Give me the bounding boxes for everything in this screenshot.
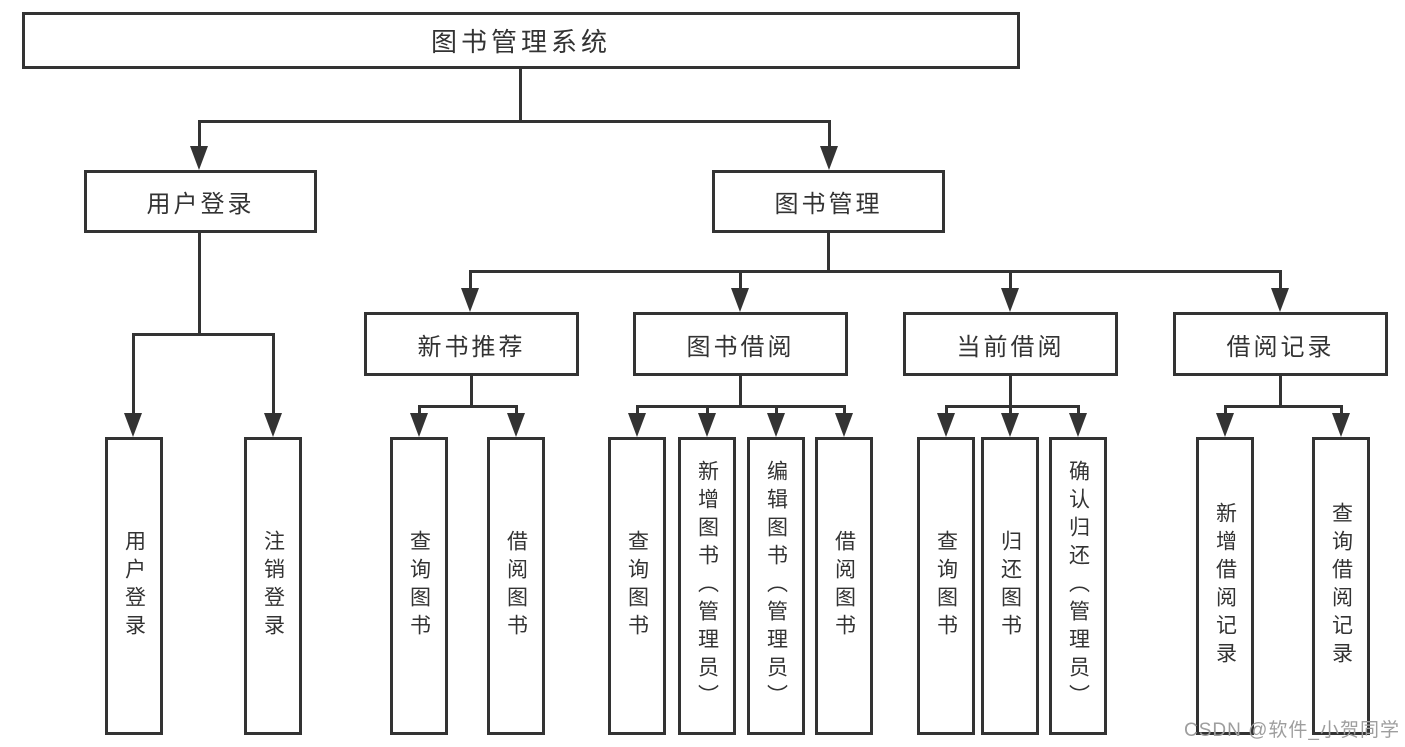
arrow-down-icon [820, 146, 838, 170]
node-book-borrowing: 图书借阅 [633, 312, 848, 376]
arrow-down-icon [1216, 413, 1234, 437]
connector-line [843, 405, 846, 417]
node-label: 当前借阅 [956, 333, 1065, 361]
leaf-edit-book-admin: 编辑图书（管理员） [747, 437, 805, 735]
node-current-borrowing: 当前借阅 [903, 312, 1118, 376]
leaf-label: 借阅图书 [504, 530, 528, 642]
arrow-down-icon [264, 413, 282, 437]
leaf-label: 借阅图书 [832, 530, 856, 642]
connector-line [470, 376, 473, 407]
node-label: 图书借阅 [686, 333, 795, 361]
leaf-label: 确认归还（管理员） [1066, 460, 1090, 712]
connector-line [1224, 405, 1343, 408]
connector-line [132, 333, 135, 417]
leaf-borrow-books: 借阅图书 [815, 437, 873, 735]
connector-line [418, 405, 518, 408]
leaf-label: 编辑图书（管理员） [764, 460, 788, 712]
connector-line [1009, 376, 1012, 407]
leaf-label: 新增图书（管理员） [695, 460, 719, 712]
arrow-down-icon [507, 413, 525, 437]
connector-line [198, 120, 201, 148]
leaf-add-book-admin: 新增图书（管理员） [678, 437, 736, 735]
leaf-label: 查询借阅记录 [1329, 502, 1353, 670]
leaf-user-login: 用户登录 [105, 437, 163, 735]
connector-line [469, 270, 472, 292]
arrow-down-icon [835, 413, 853, 437]
leaf-confirm-return-admin: 确认归还（管理员） [1049, 437, 1107, 735]
leaf-add-borrow-record: 新增借阅记录 [1196, 437, 1254, 735]
connector-line [132, 333, 275, 336]
node-user-login: 用户登录 [84, 170, 317, 233]
node-borrowing-records: 借阅记录 [1173, 312, 1388, 376]
connector-line [198, 120, 831, 123]
connector-line [775, 405, 778, 417]
node-library-management-system: 图书管理系统 [22, 12, 1020, 69]
arrow-down-icon [1332, 413, 1350, 437]
leaf-return-books: 归还图书 [981, 437, 1039, 735]
node-label: 图书管理系统 [430, 27, 611, 57]
connector-line [519, 69, 522, 120]
arrow-down-icon [767, 413, 785, 437]
leaf-label: 查询图书 [934, 530, 958, 642]
connector-line [418, 405, 421, 417]
connector-line [739, 270, 742, 292]
leaf-query-books: 查询图书 [390, 437, 448, 735]
connector-line [739, 376, 742, 407]
leaf-label: 查询图书 [407, 530, 431, 642]
arrow-down-icon [628, 413, 646, 437]
connector-line [272, 333, 275, 417]
connector-line [945, 405, 1079, 408]
connector-line [1279, 270, 1282, 292]
leaf-query-books: 查询图书 [608, 437, 666, 735]
csdn-watermark: CSDN @软件_小贺同学 [1184, 720, 1400, 741]
connector-line [469, 270, 1282, 273]
leaf-label: 新增借阅记录 [1213, 502, 1237, 670]
connector-line [1009, 270, 1012, 292]
leaf-label: 查询图书 [625, 530, 649, 642]
arrow-down-icon [461, 288, 479, 312]
node-label: 用户登录 [146, 191, 255, 218]
connector-line [515, 405, 518, 417]
node-label: 图书管理 [774, 191, 883, 218]
connector-line [1224, 405, 1227, 417]
arrow-down-icon [731, 288, 749, 312]
connector-line [1077, 405, 1080, 417]
leaf-label: 注销登录 [261, 530, 285, 642]
node-label: 借阅记录 [1226, 333, 1335, 361]
connector-line [636, 405, 846, 408]
node-label: 新书推荐 [417, 333, 526, 361]
arrow-down-icon [1001, 413, 1019, 437]
leaf-query-books: 查询图书 [917, 437, 975, 735]
connector-line [706, 405, 709, 417]
connector-line [828, 120, 831, 148]
arrow-down-icon [1069, 413, 1087, 437]
arrow-down-icon [698, 413, 716, 437]
arrow-down-icon [410, 413, 428, 437]
connector-line [1279, 376, 1282, 407]
connector-line [1340, 405, 1343, 417]
connector-line [636, 405, 639, 417]
arrow-down-icon [190, 146, 208, 170]
node-new-book-recommend: 新书推荐 [364, 312, 579, 376]
arrow-down-icon [1001, 288, 1019, 312]
arrow-down-icon [937, 413, 955, 437]
leaf-label: 用户登录 [122, 530, 146, 642]
arrow-down-icon [124, 413, 142, 437]
connector-line [198, 233, 201, 335]
arrow-down-icon [1271, 288, 1289, 312]
connector-line [827, 233, 830, 272]
connector-line [945, 405, 948, 417]
leaf-label: 归还图书 [998, 530, 1022, 642]
connector-line [1009, 405, 1012, 417]
node-book-management: 图书管理 [712, 170, 945, 233]
leaf-query-borrow-record: 查询借阅记录 [1312, 437, 1370, 735]
leaf-logout: 注销登录 [244, 437, 302, 735]
leaf-borrow-books: 借阅图书 [487, 437, 545, 735]
